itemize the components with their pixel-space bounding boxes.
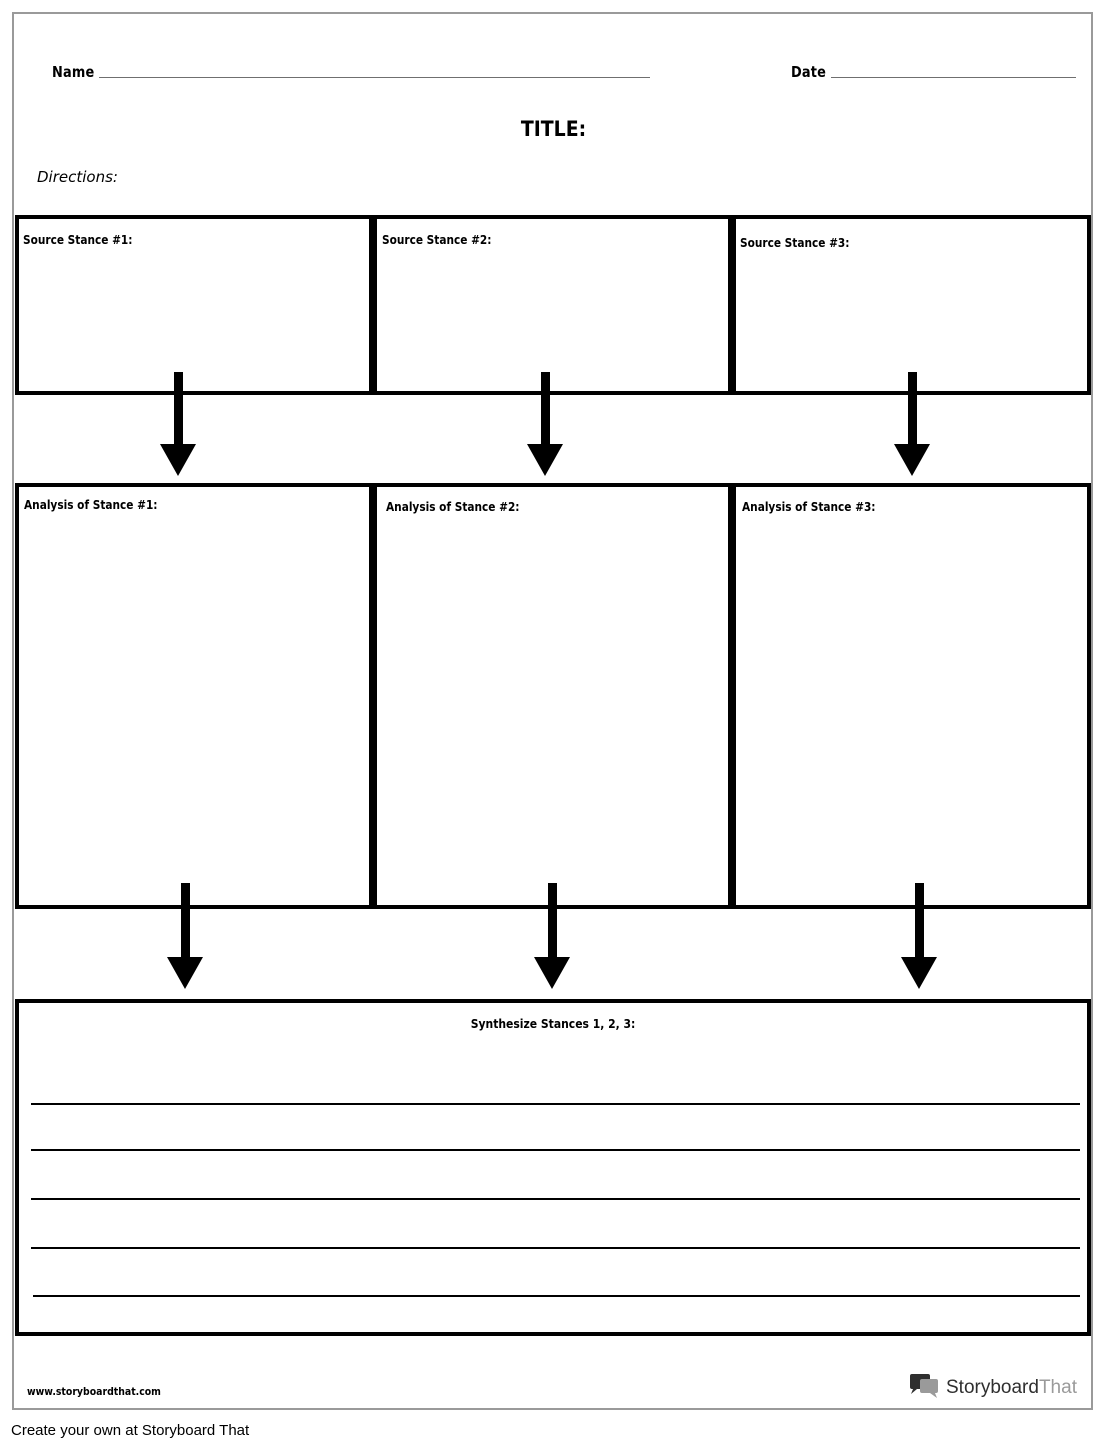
date-field-line[interactable]	[831, 77, 1076, 78]
source-stance-box-1[interactable]: Source Stance #1:	[15, 215, 373, 395]
writing-line[interactable]	[31, 1103, 1080, 1105]
writing-line[interactable]	[31, 1149, 1080, 1151]
logo-word-that: That	[1038, 1377, 1077, 1398]
speech-bubbles-icon	[908, 1373, 940, 1404]
source-stance-box-2[interactable]: Source Stance #2:	[373, 215, 732, 395]
arrow-down-icon	[160, 372, 196, 476]
name-field-line[interactable]	[99, 77, 650, 78]
writing-line[interactable]	[31, 1247, 1080, 1249]
arrow-down-icon	[534, 883, 570, 989]
arrow-down-icon	[167, 883, 203, 989]
writing-line[interactable]	[31, 1198, 1080, 1200]
analysis-box-2[interactable]: Analysis of Stance #2:	[373, 483, 732, 909]
source-stance-label-1: Source Stance #1:	[23, 233, 133, 247]
analysis-label-2: Analysis of Stance #2:	[386, 500, 520, 514]
arrow-down-icon	[894, 372, 930, 476]
analysis-box-3[interactable]: Analysis of Stance #3:	[732, 483, 1091, 909]
storyboardthat-logo[interactable]: StoryboardThat	[908, 1373, 1077, 1403]
date-label: Date	[791, 63, 827, 81]
directions-label: Directions:	[37, 168, 118, 186]
arrow-down-icon	[527, 372, 563, 476]
source-stance-label-2: Source Stance #2:	[382, 233, 492, 247]
worksheet-title: TITLE:	[520, 117, 587, 141]
source-stance-label-3: Source Stance #3:	[740, 236, 850, 250]
writing-line[interactable]	[33, 1295, 1080, 1297]
logo-word-storyboard: Storyboard	[946, 1377, 1039, 1398]
arrow-down-icon	[901, 883, 937, 989]
synthesis-box[interactable]: Synthesize Stances 1, 2, 3:	[15, 999, 1091, 1336]
analysis-label-3: Analysis of Stance #3:	[742, 500, 876, 514]
analysis-box-1[interactable]: Analysis of Stance #1:	[15, 483, 373, 909]
create-your-own-link[interactable]: Create your own at Storyboard That	[11, 1422, 250, 1439]
synthesis-label: Synthesize Stances 1, 2, 3:	[470, 1017, 636, 1031]
source-stance-box-3[interactable]: Source Stance #3:	[732, 215, 1091, 395]
footer-url[interactable]: www.storyboardthat.com	[27, 1385, 161, 1398]
name-label: Name	[52, 63, 95, 81]
analysis-label-1: Analysis of Stance #1:	[24, 498, 158, 512]
